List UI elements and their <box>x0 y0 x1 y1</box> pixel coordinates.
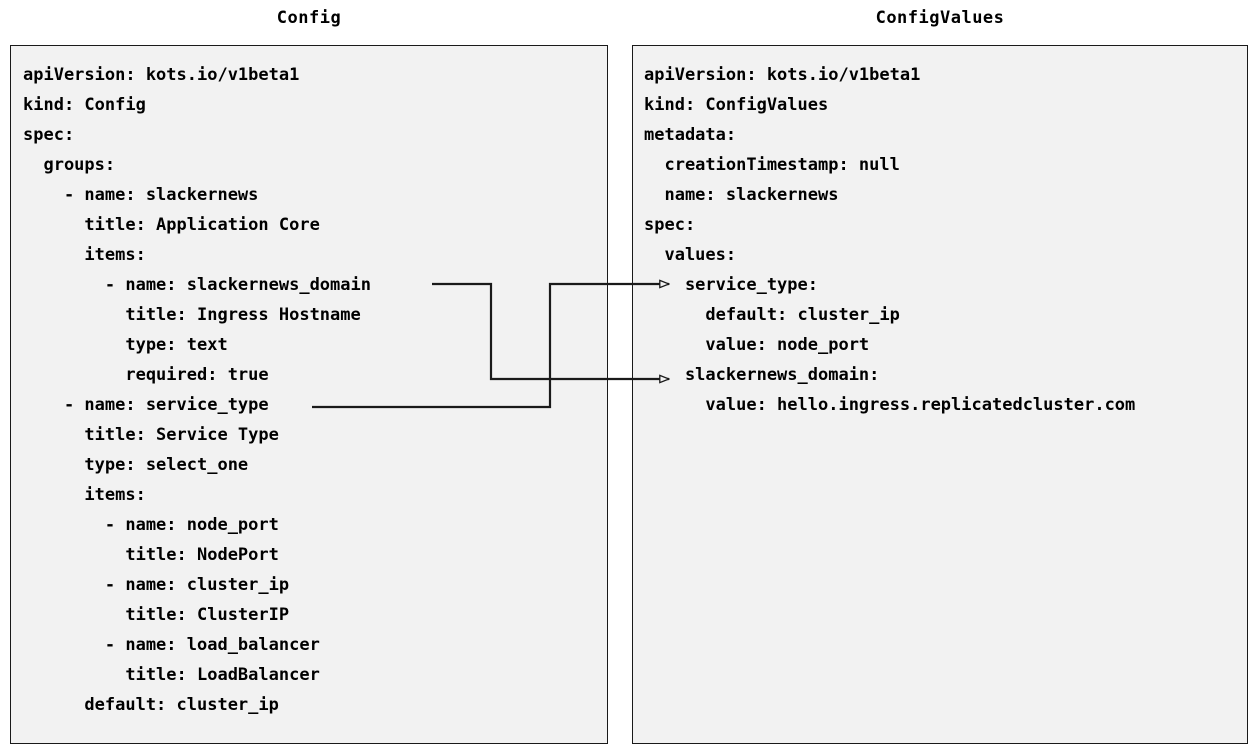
configvalues-yaml-line: default: cluster_ip <box>644 305 900 325</box>
config-yaml-line: - name: service_type <box>23 395 269 415</box>
config-yaml-line: type: select_one <box>23 455 249 475</box>
config-panel: apiVersion: kots.io/v1beta1 kind: Config s… <box>10 45 608 744</box>
configvalues-yaml-line: service_type: <box>644 275 818 295</box>
configvalues-yaml-line: spec: <box>644 215 696 235</box>
configvalues-yaml-line: creationTimestamp: null <box>644 155 900 175</box>
config-yaml-line: - name: slackernews_domain <box>23 275 371 295</box>
configvalues-yaml-line: apiVersion: kots.io/v1beta1 <box>644 65 921 85</box>
config-yaml-line: apiVersion: kots.io/v1beta1 <box>23 65 300 85</box>
config-yaml-line: title: Ingress Hostname <box>23 305 361 325</box>
config-yaml-line: - name: cluster_ip <box>23 575 290 595</box>
config-yaml-line: groups: <box>23 155 116 175</box>
config-yaml-line: spec: <box>23 125 75 145</box>
configvalues-yaml-line: metadata: <box>644 125 737 145</box>
config-yaml-line: required: true <box>23 365 269 385</box>
left-panel-title: Config <box>276 8 342 28</box>
config-yaml-line: items: <box>23 485 146 505</box>
configvalues-yaml-line: kind: ConfigValues <box>644 95 829 115</box>
config-yaml-line: items: <box>23 245 146 265</box>
configvalues-yaml-line: name: slackernews <box>644 185 839 205</box>
configvalues-panel: apiVersion: kots.io/v1beta1 kind: ConfigV… <box>632 45 1248 744</box>
configvalues-yaml-block: apiVersion: kots.io/v1beta1 kind: ConfigV… <box>633 46 1247 420</box>
config-yaml-line: - name: load_balancer <box>23 635 320 655</box>
configvalues-yaml-line: value: hello.ingress.replicatedcluster.c… <box>644 395 1136 415</box>
config-yaml-line: title: Service Type <box>23 425 279 445</box>
config-yaml-line: title: NodePort <box>23 545 279 565</box>
config-yaml-line: title: LoadBalancer <box>23 665 320 685</box>
config-yaml-line: type: text <box>23 335 228 355</box>
config-yaml-line: kind: Config <box>23 95 146 115</box>
config-yaml-block: apiVersion: kots.io/v1beta1 kind: Config s… <box>11 46 607 720</box>
config-yaml-line: default: cluster_ip <box>23 695 279 715</box>
configvalues-yaml-line: slackernews_domain: <box>644 365 880 385</box>
config-yaml-line: title: Application Core <box>23 215 320 235</box>
config-yaml-line: title: ClusterIP <box>23 605 290 625</box>
configvalues-yaml-line: value: node_port <box>644 335 870 355</box>
right-panel-title: ConfigValues <box>875 8 1005 28</box>
config-yaml-line: - name: node_port <box>23 515 279 535</box>
configvalues-yaml-line: values: <box>644 245 737 265</box>
config-yaml-line: - name: slackernews <box>23 185 259 205</box>
